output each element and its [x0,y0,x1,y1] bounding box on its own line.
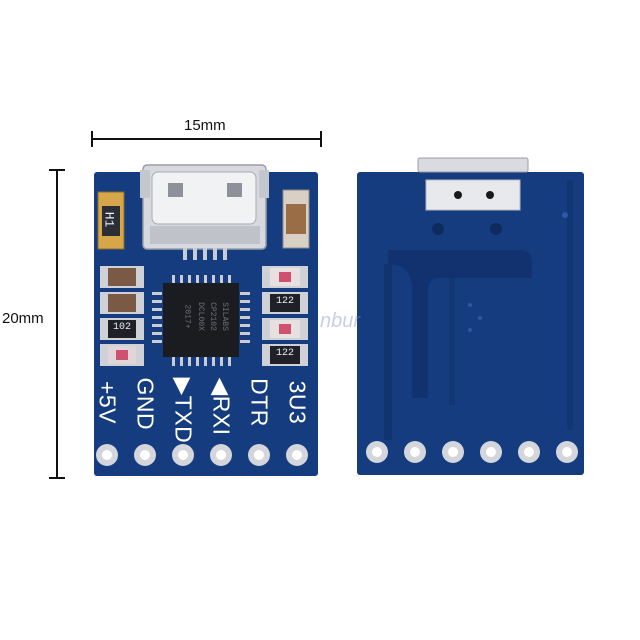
r122b-label: 122 [276,348,295,359]
height-dimension-label: 20mm [2,310,44,327]
chip-pads [152,275,250,366]
cp2102-chip [163,283,239,357]
back-pin-holes [366,441,578,463]
front-pin-holes [96,444,308,466]
r102-label: 102 [113,322,132,333]
r122a-label: 122 [276,296,295,307]
back-usb-pad [425,179,521,211]
back-usb-edge [417,157,529,173]
watermark-text: nbur [320,310,361,332]
back-pcb [357,172,584,475]
width-dimension-label: 15mm [184,117,226,134]
